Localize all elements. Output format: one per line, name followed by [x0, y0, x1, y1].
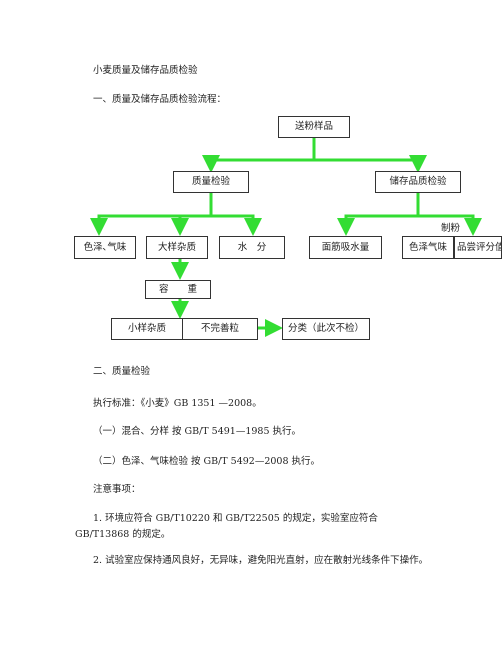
box-gluten: 面筋吸水量 [309, 236, 382, 259]
doc-title: 小麦质量及储存品质检验 [93, 65, 198, 76]
note-1: 1. 环境应符合 GB/T10220 和 GB/T22505 的规定，实验室应符… [75, 513, 378, 540]
note-2: 2. 试验室应保持通风良好，无异味，避免阳光直射，应在散射光线条件下操作。 [93, 555, 429, 566]
box-storage-inspection: 储存品质检验 [375, 171, 461, 193]
box-taste-score: 品尝评分值 [454, 236, 502, 259]
milling-label: 制粉 [441, 223, 461, 234]
item-2: （二）色泽、气味检验 按 GB/T 5492—2008 执行。 [93, 456, 321, 467]
notes-heading: 注意事项： [93, 484, 141, 495]
section-2-heading: 二、质量检验 [93, 366, 151, 377]
arrow-quality-to-color [90, 193, 213, 236]
box-color-smell-2: 色泽气味 [402, 236, 454, 259]
arrow-root-to-storage [314, 155, 427, 173]
box-moisture: 水 分 [219, 236, 285, 259]
arrow-root-to-quality [202, 138, 316, 173]
arrow-quality-to-moisture [211, 214, 262, 236]
box-imperfect-grains: 不完善粒 [182, 318, 258, 340]
box-quality-inspection: 质量检验 [173, 171, 249, 193]
arrow-storage-to-gluten [337, 193, 420, 236]
arrow-storage-to-taste [418, 214, 482, 236]
box-small-impurity: 小样杂质 [111, 318, 183, 340]
standard-line: 执行标准：《小麦》GB 1351 —2008。 [93, 398, 262, 409]
item-1: （一）混合、分样 按 GB/T 5491—1985 执行。 [93, 426, 302, 437]
box-bulk-density: 容 重 [145, 280, 211, 299]
box-large-impurity: 大样杂质 [146, 236, 208, 259]
section-1-heading: 一、质量及储存品质检验流程： [93, 94, 227, 105]
box-classification: 分类（此次不检） [282, 318, 370, 340]
box-root: 送粉样品 [278, 116, 350, 138]
box-color-smell: 色泽､气味 [74, 236, 136, 259]
